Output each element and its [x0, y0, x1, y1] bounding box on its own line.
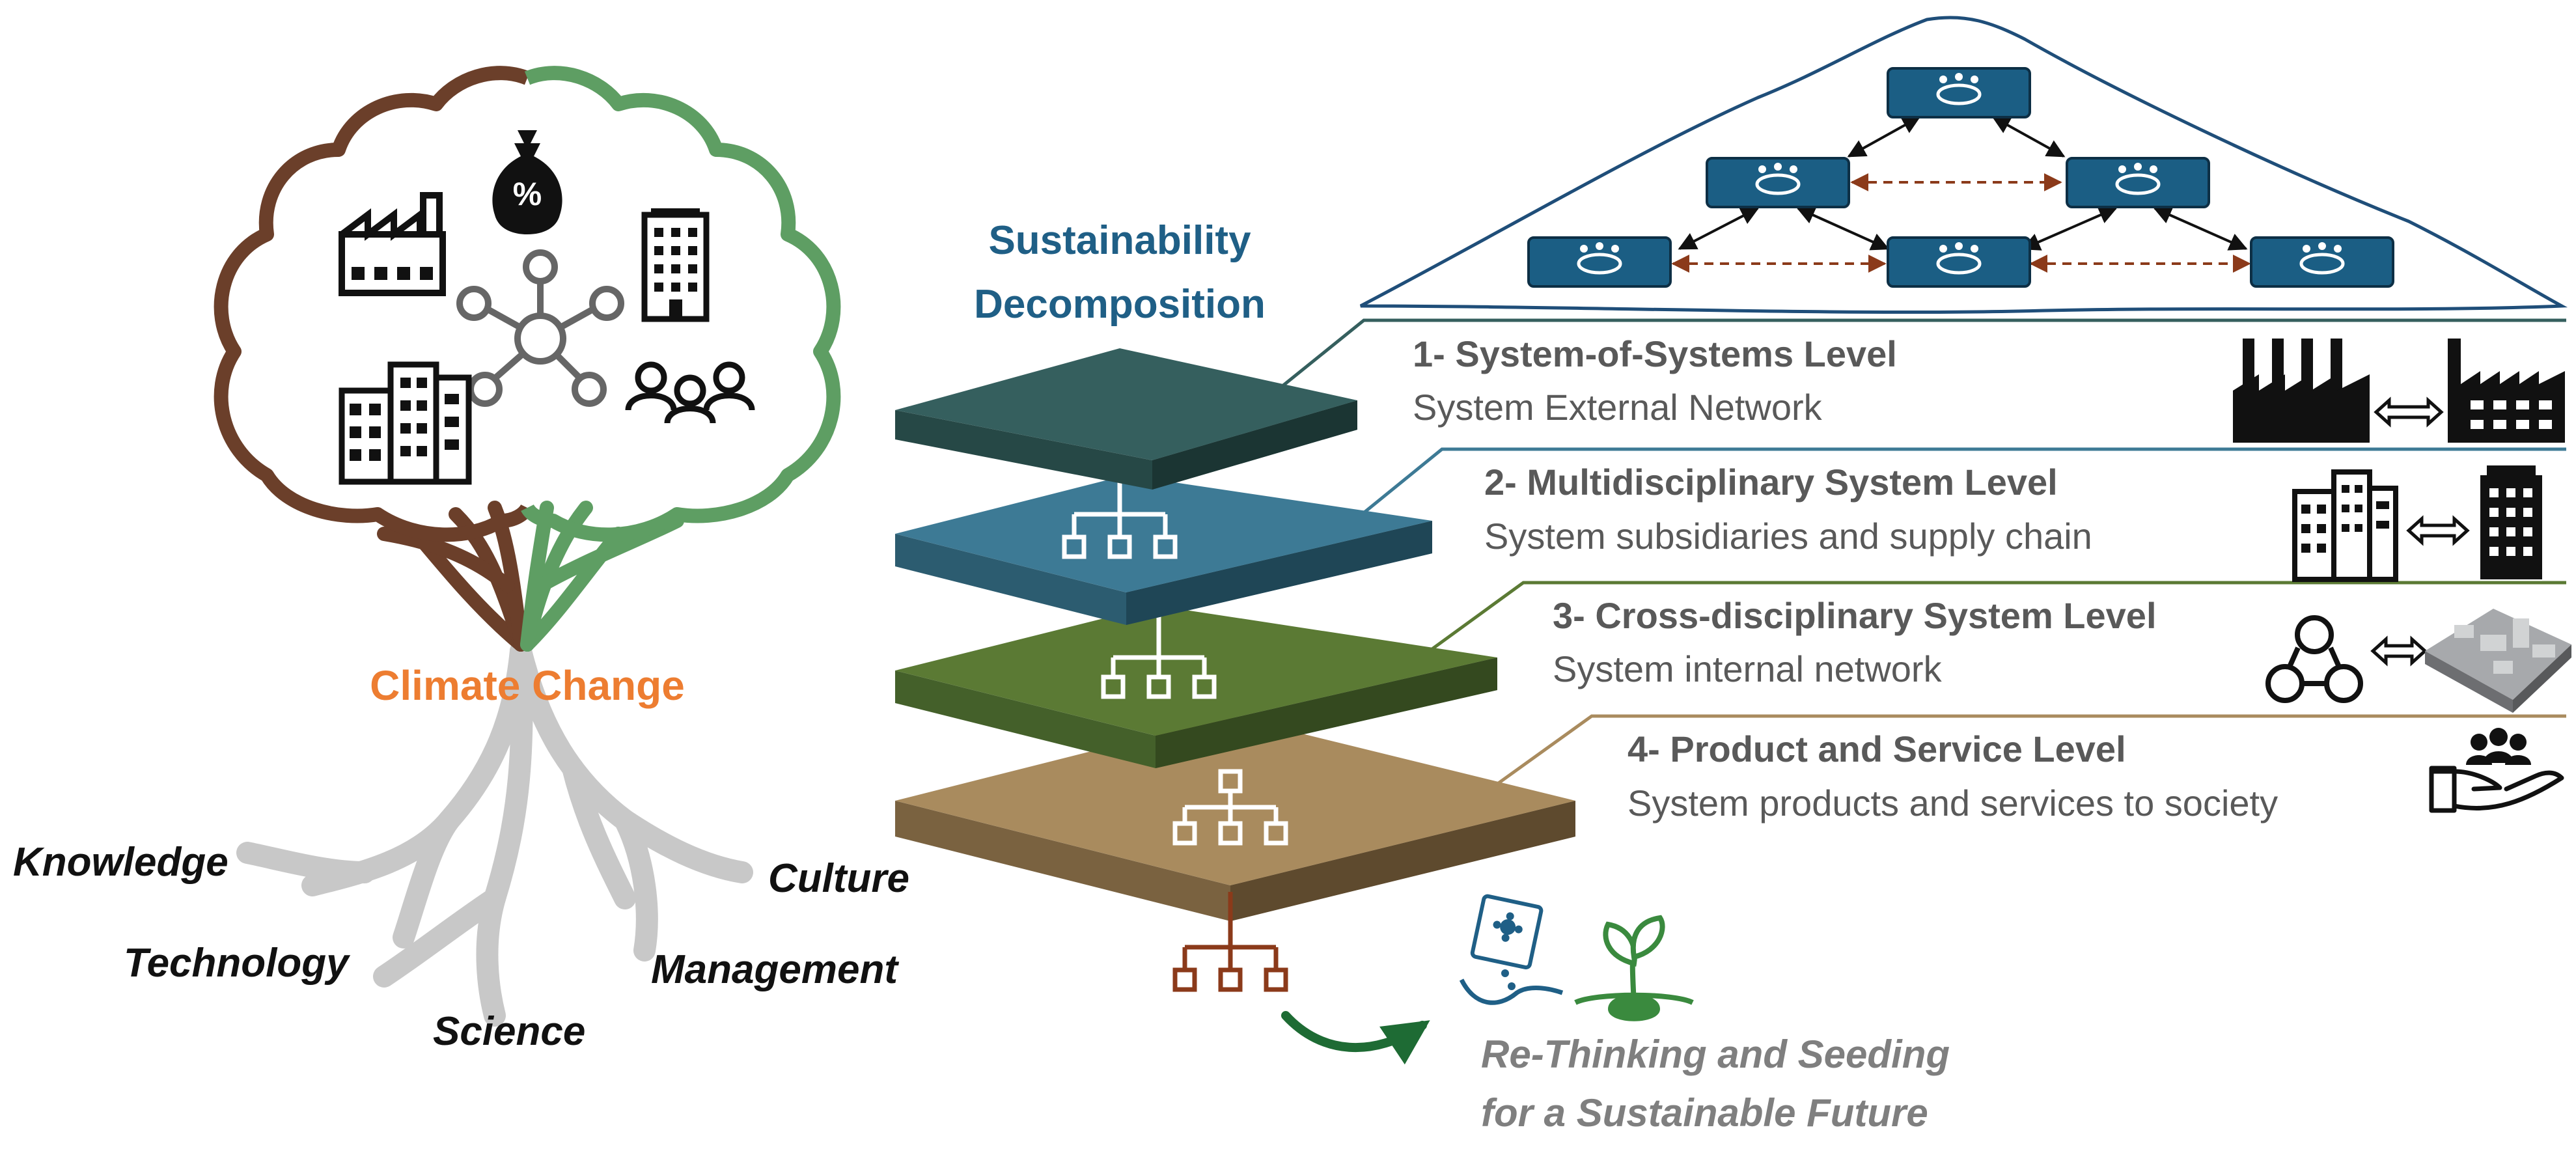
tower-icon: [2480, 465, 2542, 579]
network-node-bottom-center: [1887, 236, 2031, 288]
layer-4-product-service: [895, 716, 1575, 921]
tree-canopy-brown: [214, 66, 534, 542]
diagram-title-line1: Sustainability: [988, 218, 1251, 263]
level-2-subtitle: System subsidiaries and supply chain: [1484, 516, 2092, 557]
office-building-icon: [641, 208, 710, 322]
level-2-title: 2- Multidisciplinary System Level: [1484, 462, 2058, 503]
layer-stack: [895, 348, 1575, 992]
people-icon: [625, 361, 755, 424]
money-bag-icon: %: [492, 130, 562, 234]
seed-hierarchy-icon: [1172, 892, 1288, 992]
level-3-subtitle: System internal network: [1553, 648, 1943, 689]
seed-packet-icon: [1459, 894, 1564, 1005]
root-label-technology: Technology: [124, 941, 351, 986]
tree-roots: [236, 640, 753, 1027]
network-node-mid-right: [2066, 157, 2210, 208]
level-1-title: 1- System-of-Systems Level: [1413, 333, 1897, 374]
factory-icon-right: [2448, 339, 2565, 443]
level-1-subtitle: System External Network: [1413, 387, 1823, 428]
network-node-mid-left: [1706, 157, 1850, 208]
network-node-bottom-left: [1527, 236, 1672, 288]
root-label-science: Science: [433, 1009, 585, 1054]
layer-2-multidisciplinary: [895, 437, 1432, 625]
network-node-bottom-right: [2250, 236, 2394, 288]
double-arrow-icon: [2374, 396, 2444, 428]
industrial-site-image: [2425, 609, 2571, 713]
svg-text:%: %: [513, 176, 542, 212]
system-of-systems-network: [1359, 16, 2568, 314]
team-network-icon: [2265, 615, 2363, 703]
level-4-title: 4- Product and Service Level: [1627, 728, 2126, 769]
network-node-top: [1887, 67, 2031, 118]
sprout-icon: [1574, 915, 1694, 1021]
level-1-icons: [2233, 339, 2565, 443]
factory-icon: [339, 192, 446, 296]
seeding-group: Re-Thinking and Seeding for a Sustainabl…: [1281, 894, 1950, 1135]
level-1-text: 1- System-of-Systems Level System Extern…: [1413, 333, 1897, 428]
industrial-plant-icon: [2233, 339, 2370, 443]
level-4-subtitle: System products and services to society: [1627, 782, 2278, 824]
root-label-management: Management: [651, 947, 899, 992]
level-2-text: 2- Multidisciplinary System Level System…: [1484, 462, 2092, 557]
level-3-title: 3- Cross-disciplinary System Level: [1553, 595, 2157, 636]
level-4-text: 4- Product and Service Level System prod…: [1627, 728, 2278, 824]
seed-caption-line2: for a Sustainable Future: [1481, 1091, 1928, 1135]
tree-canopy-green: [521, 66, 841, 542]
hand-people-icon: [2429, 728, 2564, 813]
level-4-icons: [2429, 728, 2564, 813]
layer-1-system-of-systems: [895, 348, 1357, 490]
level-3-text: 3- Cross-disciplinary System Level Syste…: [1553, 595, 2157, 689]
tree-group: %: [13, 66, 909, 1054]
apartments-icon: [339, 361, 472, 485]
level-2-icons: [2292, 465, 2542, 582]
layer-3-cross-disciplinary: [895, 605, 1497, 768]
climate-change-label: Climate Change: [370, 662, 685, 709]
root-label-knowledge: Knowledge: [13, 840, 229, 885]
diagram-title-line2: Decomposition: [974, 282, 1266, 327]
level-3-icons: [2265, 609, 2571, 713]
seed-caption-line1: Re-Thinking and Seeding: [1481, 1032, 1950, 1076]
buildings-icon: [2292, 469, 2398, 582]
double-arrow-icon: [2406, 515, 2470, 546]
network-hub-icon: [456, 249, 624, 407]
double-arrow-icon: [2370, 635, 2428, 667]
network-nodes: [1527, 67, 2394, 288]
root-label-culture: Culture: [768, 856, 909, 901]
green-curved-arrow: [1281, 1011, 1430, 1065]
